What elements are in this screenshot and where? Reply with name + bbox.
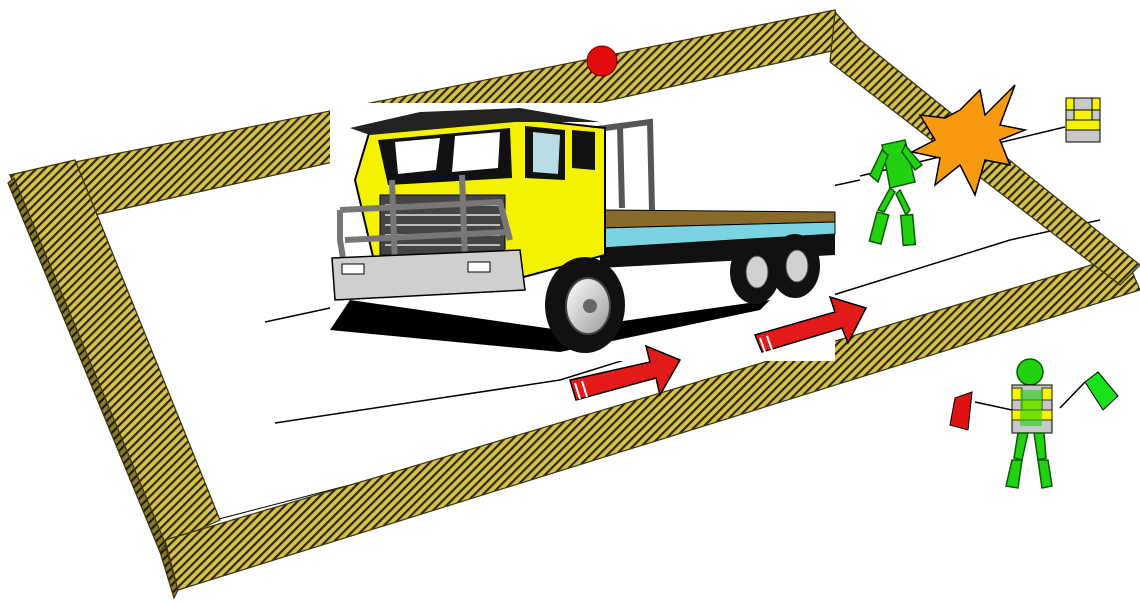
barrel-stripe-2 xyxy=(1092,98,1100,110)
truck-icon xyxy=(330,103,835,361)
flagger-icon xyxy=(950,359,1118,488)
barrel-stripe-3 xyxy=(1074,110,1092,120)
flagger-shin-right xyxy=(1038,460,1052,488)
truck-windshield-glare xyxy=(395,138,440,174)
flagger-green-flag xyxy=(1085,372,1118,410)
flagger-shin-left xyxy=(1006,460,1022,488)
barrel-stripe-4 xyxy=(1066,120,1100,130)
flagger-pole-left xyxy=(975,402,1012,410)
flagger-head xyxy=(1017,359,1043,385)
truck-side-window-glass xyxy=(533,132,560,174)
traffic-barrel-icon xyxy=(1066,98,1100,142)
flagger-pole-right xyxy=(1060,382,1085,408)
truck-rear-hub-1 xyxy=(746,256,768,288)
truck-rear-window xyxy=(572,130,595,170)
flagger-torso xyxy=(1020,390,1042,426)
truck-light-left xyxy=(342,264,364,274)
flagger-leg-right xyxy=(1034,433,1046,460)
truck-windshield-glare2 xyxy=(452,132,500,172)
barrel-stripe-1 xyxy=(1066,98,1074,110)
truck-light-right xyxy=(468,262,490,272)
flagger-vest-stripe-2 xyxy=(1042,388,1052,400)
truck-rear-hub-2 xyxy=(786,250,808,282)
truck-front-hub-center xyxy=(583,299,597,313)
worker-shin-right xyxy=(901,215,916,246)
flagger-red-flag xyxy=(950,392,972,430)
warning-beacon-icon xyxy=(587,46,617,76)
flagger-leg-left xyxy=(1014,433,1028,460)
